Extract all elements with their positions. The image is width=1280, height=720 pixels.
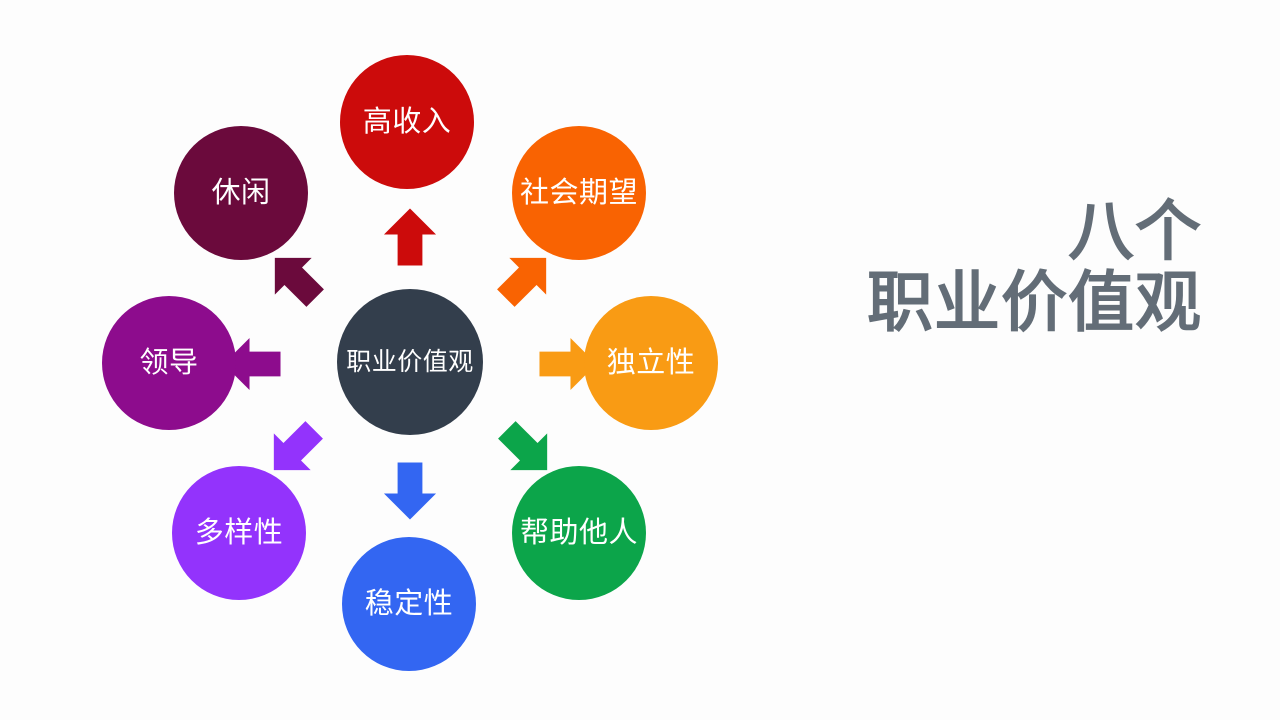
arrow-up-high-income: [379, 206, 441, 268]
arrow-down-left-diversity: [250, 406, 338, 494]
slide-title-line-1: 八个: [1068, 194, 1202, 268]
node-label-diversity: 多样性: [194, 516, 284, 549]
node-label-helping-others: 帮助他人: [519, 516, 638, 549]
node-label-leadership: 领导: [139, 346, 199, 379]
node-label-high-income: 高收入: [362, 105, 452, 138]
arrow-shape: [274, 257, 324, 307]
node-high-income[interactable]: 高收入: [340, 55, 474, 189]
node-leadership[interactable]: 领导: [102, 296, 236, 430]
node-stability[interactable]: 稳定性: [342, 537, 476, 671]
slide-title: 八个 职业价值观: [682, 194, 1202, 340]
arrow-up-right-social-expectation: [482, 234, 570, 322]
node-diversity[interactable]: 多样性: [172, 466, 306, 600]
radial-diagram: 高收入 社会期望 独立性 帮助他人 稳定性 多样性 领导 休闲 职业价值观: [70, 20, 750, 700]
arrow-shape: [498, 421, 548, 471]
arrow-down-stability: [379, 460, 441, 522]
node-social-expectation[interactable]: 社会期望: [512, 126, 646, 260]
arrow-shape: [383, 462, 437, 520]
node-center-career-values[interactable]: 职业价值观: [337, 289, 483, 435]
arrow-shape: [223, 337, 281, 391]
node-label-center: 职业价值观: [346, 348, 474, 376]
arrow-shape: [383, 208, 437, 266]
node-label-stability: 稳定性: [364, 587, 454, 620]
node-independence[interactable]: 独立性: [584, 296, 718, 430]
arrow-up-left-leisure: [251, 234, 339, 322]
slide-title-line-2: 职业价值观: [867, 265, 1202, 340]
arrow-left-leadership: [221, 333, 283, 395]
arrow-shape: [273, 421, 323, 471]
node-helping-others[interactable]: 帮助他人: [512, 466, 646, 600]
node-label-independence: 独立性: [606, 346, 696, 379]
node-label-leisure: 休闲: [211, 176, 271, 209]
arrow-shape: [497, 257, 547, 307]
node-leisure[interactable]: 休闲: [174, 126, 308, 260]
node-label-social-expectation: 社会期望: [519, 176, 638, 209]
arrow-down-right-helping-others: [483, 406, 571, 494]
arrow-right-independence: [537, 333, 599, 395]
arrow-shape: [539, 337, 597, 391]
